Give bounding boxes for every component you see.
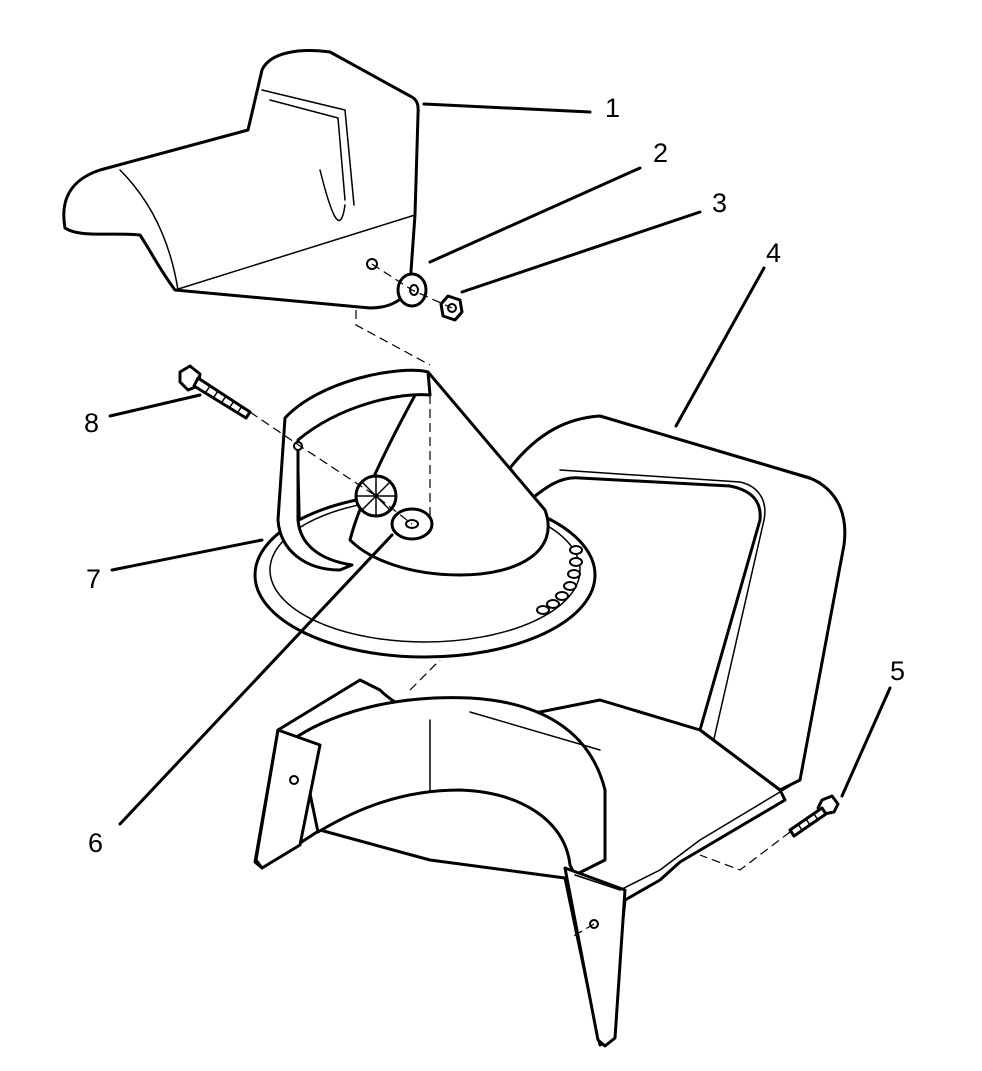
part-8-bolt (178, 364, 252, 420)
callout-labels: 1 2 3 4 5 6 7 8 (84, 93, 905, 858)
callout-3: 3 (712, 188, 727, 218)
assembly-lines (249, 263, 791, 939)
leader-lines (108, 102, 892, 826)
part-1-deflector (62, 49, 420, 310)
flange-holes (536, 545, 583, 615)
callout-1: 1 (605, 93, 620, 123)
callout-2: 2 (653, 138, 668, 168)
part-5-bolt (788, 794, 840, 838)
callout-7: 7 (86, 564, 101, 594)
callout-8: 8 (84, 408, 99, 438)
callout-5: 5 (890, 656, 905, 686)
callout-4: 4 (766, 238, 781, 268)
part-7-chute-base (253, 368, 597, 659)
callout-6: 6 (88, 828, 103, 858)
part-4-housing (253, 414, 847, 1048)
